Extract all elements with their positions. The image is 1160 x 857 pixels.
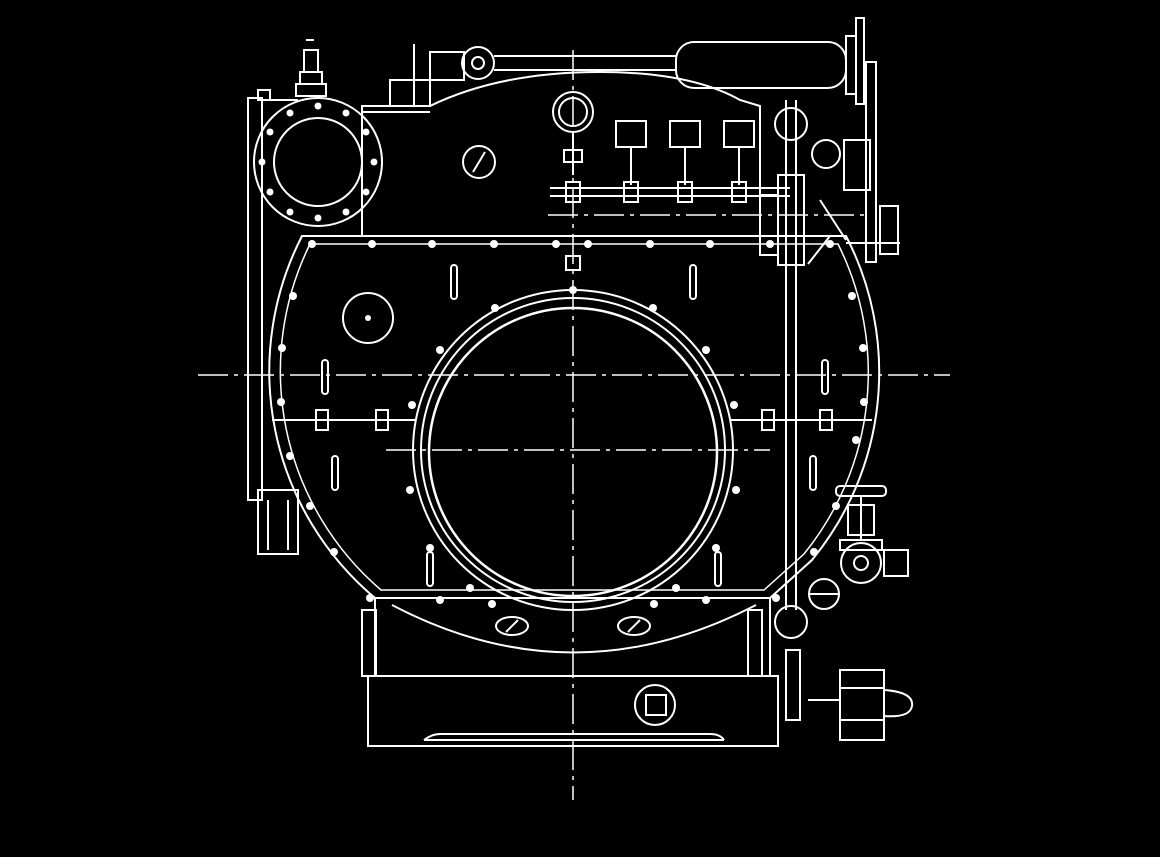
sight-port-left: [343, 293, 393, 343]
blowdown-valve-cluster: [775, 486, 912, 740]
shell-inner-outline: [280, 244, 868, 590]
lifting-lugs: [496, 617, 650, 635]
sight-port-upper: [463, 146, 495, 178]
nameplate-badge: [635, 685, 675, 725]
steam-dome-outline: [362, 72, 760, 236]
pressure-switches: [550, 121, 790, 202]
steam-pipe-assembly: [390, 18, 864, 106]
lower-left-bracket: [258, 490, 298, 554]
water-column: [760, 100, 900, 610]
furnace-opening: [429, 308, 717, 596]
furnace-flange-inner: [421, 298, 725, 602]
manhole-bolts: [258, 102, 378, 222]
left-side-panel: [248, 98, 262, 500]
seam-clamps: [316, 256, 832, 430]
furnace-flange-bolts: [406, 286, 740, 608]
safety-valve: [258, 40, 326, 100]
pressure-gauge: [553, 92, 593, 175]
right-side-panel: [866, 62, 876, 262]
manhole: [254, 98, 382, 226]
shell-bolts: [277, 240, 868, 602]
shell-slots: [322, 265, 828, 586]
manhole-opening: [274, 118, 362, 206]
boiler-shell: [248, 62, 879, 598]
boiler-base: [362, 598, 778, 746]
manhole-flange: [254, 98, 382, 226]
base-frame: [368, 676, 778, 746]
